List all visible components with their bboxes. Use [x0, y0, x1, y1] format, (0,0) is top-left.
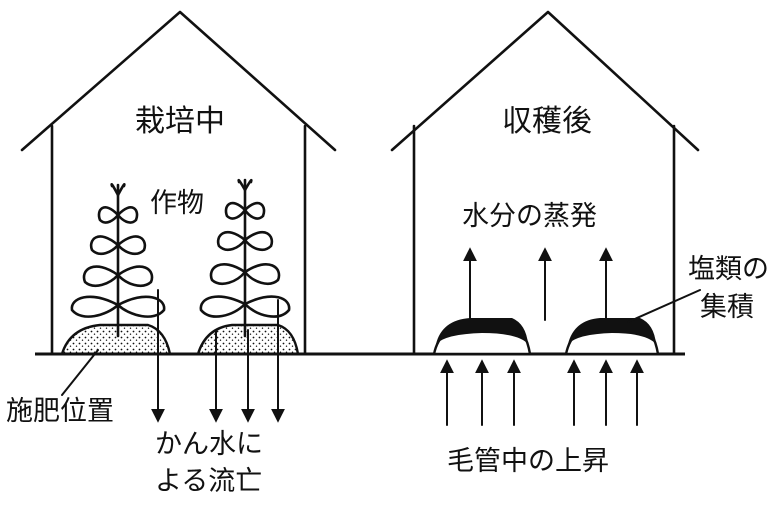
right-house-title: 収穫後	[502, 104, 592, 139]
salt-label-line1: 塩類の	[688, 254, 769, 285]
salt-crust	[568, 318, 656, 344]
left-house-roof	[20, 10, 337, 152]
salt-label-line2: 集積	[700, 292, 754, 323]
left-house: 栽培中	[6, 10, 337, 497]
leaching-label-line1: かん水に	[155, 429, 263, 460]
fertilizer-label: 施肥位置	[6, 396, 114, 427]
left-house-title: 栽培中	[135, 104, 225, 139]
fertilizer-pointer	[61, 349, 99, 396]
leaching-label-line2: よる流亡	[155, 466, 262, 497]
crop-label: 作物	[150, 188, 204, 219]
capillary-label: 毛管中の上昇	[447, 446, 609, 477]
evaporation-label: 水分の蒸発	[462, 201, 597, 232]
fertilizer-mound	[60, 323, 172, 356]
right-house-roof	[390, 10, 700, 152]
salt-crust	[436, 318, 528, 344]
crop-plant	[199, 178, 291, 338]
crop-plant	[70, 183, 166, 338]
salt-pointer	[627, 289, 701, 323]
right-house: 収穫後 水分の蒸発 塩類の 集積 毛管中の上昇	[390, 10, 769, 477]
